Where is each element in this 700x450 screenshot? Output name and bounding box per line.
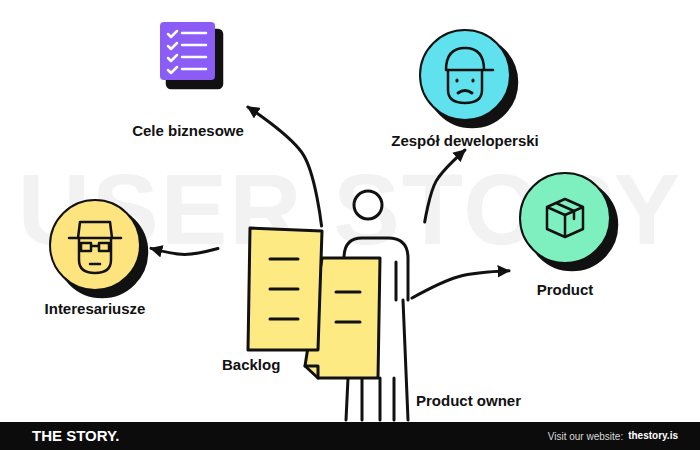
- footer-note: Visit our website:: [548, 431, 623, 443]
- check-row: [168, 43, 206, 49]
- icon-disc: [520, 173, 610, 263]
- figure-pointer: [403, 300, 408, 420]
- icon-disc: [50, 200, 140, 290]
- node-label: Product: [513, 281, 617, 299]
- face: [448, 70, 482, 103]
- product-icon-drawing: [513, 171, 617, 271]
- paper-lines: [336, 292, 360, 322]
- node-label: Backlog: [222, 356, 381, 374]
- glasses: [81, 243, 109, 264]
- goal-icon: Cele biznesowe: [128, 22, 248, 140]
- check-row: [168, 55, 206, 61]
- team-icon-drawing: [413, 28, 517, 128]
- figure-head: [354, 191, 382, 219]
- front-paper: [248, 228, 322, 350]
- paper-fold: [305, 366, 318, 378]
- arrow-connector: [425, 150, 465, 222]
- stakeholder-icon-drawing: [43, 198, 147, 298]
- check-row: [168, 31, 206, 37]
- backlog-box: Backlog: [218, 226, 385, 376]
- check-row: [168, 67, 206, 73]
- arrow-connector: [151, 248, 218, 254]
- node-label: Product owner: [416, 392, 535, 410]
- goal-sheet: [160, 22, 215, 80]
- goal-icon-drawing: [148, 22, 228, 88]
- stakeholder-icon: Interesariusze: [39, 198, 151, 318]
- figure-arm: [395, 262, 398, 300]
- arrow-connector: [412, 271, 509, 298]
- product-icon: Product: [509, 171, 621, 299]
- arrow-connector: [248, 107, 322, 226]
- brand-logo: THE STORY.: [32, 427, 120, 444]
- node-label: Cele biznesowe: [132, 122, 244, 140]
- figure-legs: [346, 378, 394, 420]
- cap: [446, 48, 493, 70]
- node-label: Interesariusze: [43, 300, 147, 318]
- footer-link: thestory.is: [628, 430, 678, 442]
- hat: [69, 222, 121, 238]
- box-symbol: [547, 199, 583, 237]
- node-label: Zespół deweloperski: [391, 132, 539, 150]
- product-owner-box: Product owner: [412, 222, 539, 412]
- icon-disc: [420, 30, 510, 120]
- face: [79, 238, 111, 273]
- paper-lines: [270, 259, 298, 319]
- team-icon: Zespół deweloperski: [387, 28, 543, 150]
- face-features: [457, 80, 473, 93]
